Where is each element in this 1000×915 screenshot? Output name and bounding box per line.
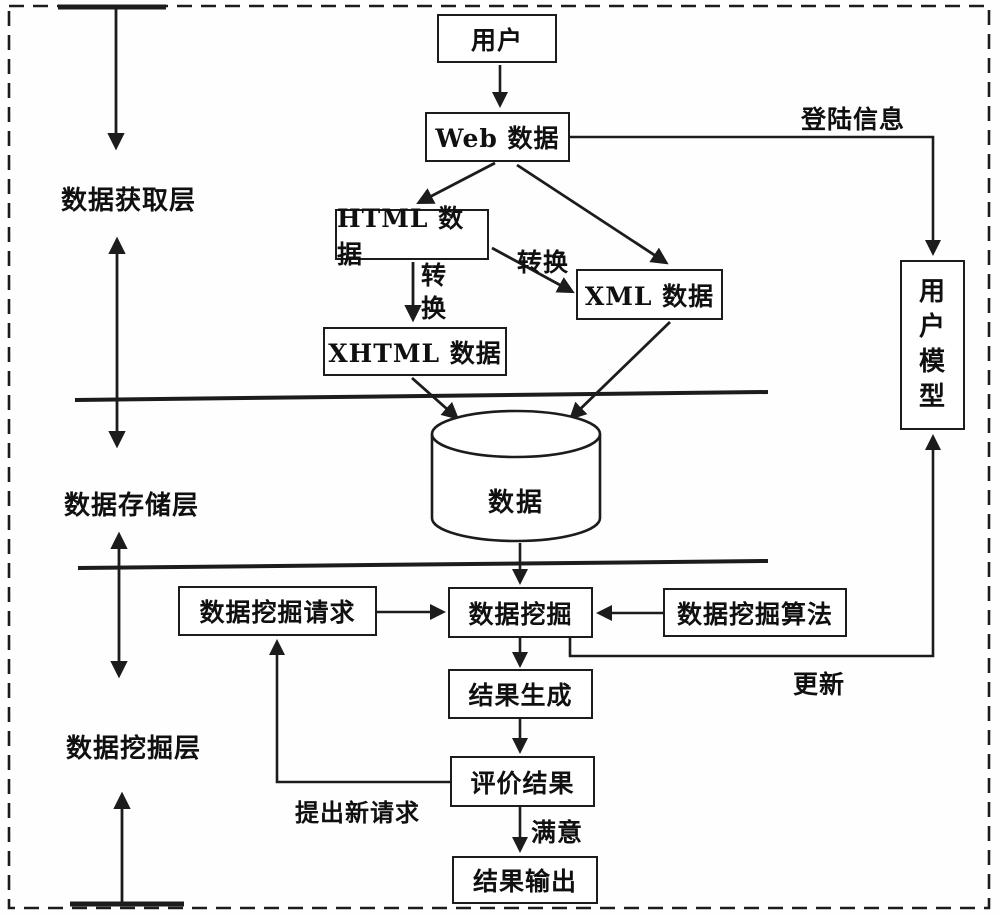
layer-label-storage: 数据存储层 xyxy=(64,491,200,521)
edge-label-new-request: 提出新请求 xyxy=(295,798,420,827)
node-result-evaluation: 评价结果 xyxy=(450,756,595,807)
arrow-mining-update-to-usermodel xyxy=(568,433,942,658)
arrow-evaluation-feedback-to-request xyxy=(268,638,450,784)
arrow-web-to-html xyxy=(416,161,496,205)
node-mining-algorithm: 数据挖掘算法 xyxy=(663,588,847,637)
arrow-html-to-xml xyxy=(491,246,575,294)
node-result-output: 结果输出 xyxy=(452,856,598,904)
database-cylinder-top xyxy=(430,409,602,459)
node-web-data: Web 数据 xyxy=(425,112,570,162)
edge-label-convert-diagonal: 转换 xyxy=(517,248,570,277)
node-xml-data: XML 数据 xyxy=(576,269,723,320)
node-result-generation: 结果生成 xyxy=(448,669,593,719)
arrow-xml-to-database xyxy=(568,320,671,421)
edge-label-login-info: 登陆信息 xyxy=(801,105,906,134)
edge-label-update: 更新 xyxy=(793,670,846,699)
dashed-border xyxy=(7,4,991,910)
arrow-web-to-xml xyxy=(516,163,669,265)
arrow-xhtml-to-database xyxy=(411,376,460,420)
node-data-mining: 数据挖掘 xyxy=(448,587,593,638)
node-database-label: 数据 xyxy=(487,488,544,518)
node-mining-request: 数据挖掘请求 xyxy=(178,586,377,636)
layer-separator-2 xyxy=(77,559,769,570)
edge-label-satisfied: 满意 xyxy=(531,818,584,847)
node-xhtml-data: XHTML 数据 xyxy=(323,327,507,376)
database-cylinder-body xyxy=(430,434,602,543)
layer-label-acquisition: 数据获取层 xyxy=(61,186,197,216)
layer-label-mining: 数据挖掘层 xyxy=(66,734,202,764)
arrow-web-to-usermodel-login xyxy=(570,135,942,257)
node-user-model: 用户模型 xyxy=(900,260,965,430)
layer-separator-1 xyxy=(74,390,769,402)
edge-label-convert-vertical: 转换 xyxy=(420,261,447,323)
node-user: 用户 xyxy=(437,14,557,63)
node-html-data: HTML 数据 xyxy=(335,204,489,269)
node-user-model-label: 用户模型 xyxy=(918,276,946,413)
